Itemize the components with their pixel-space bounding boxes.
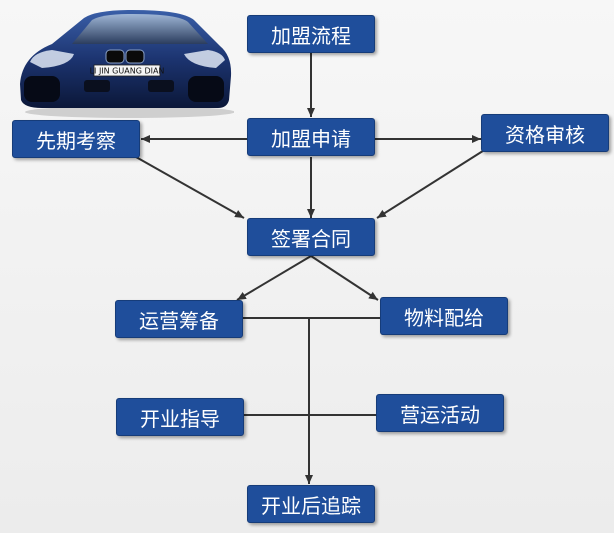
node-activity-label: 营运活动 (400, 402, 480, 427)
node-process: 加盟流程 (247, 15, 375, 53)
node-prepare-label: 运营筹备 (139, 308, 219, 333)
node-contract-label: 签署合同 (271, 226, 351, 251)
node-apply-label: 加盟申请 (271, 126, 351, 151)
node-qualify-label: 资格审核 (505, 122, 585, 147)
node-followup-label: 开业后追踪 (261, 493, 361, 518)
arrow-contract-to-prepare (236, 255, 312, 301)
node-inspect: 先期考察 (12, 120, 140, 158)
node-guide: 开业指导 (116, 398, 244, 436)
node-contract: 签署合同 (247, 218, 375, 256)
arrow-inspect-to-contract (135, 156, 245, 219)
license-plate-text: LI JIN GUANG DIAN (90, 67, 165, 76)
node-supply-label: 物料配给 (404, 305, 484, 330)
license-plate: LI JIN GUANG DIAN (90, 64, 165, 77)
node-activity: 营运活动 (376, 394, 504, 432)
node-apply: 加盟申请 (247, 118, 375, 156)
node-inspect-label: 先期考察 (36, 128, 116, 153)
node-process-label: 加盟流程 (271, 23, 351, 48)
node-qualify: 资格审核 (481, 114, 609, 152)
node-followup: 开业后追踪 (247, 485, 375, 523)
node-guide-label: 开业指导 (140, 406, 220, 431)
arrow-contract-to-supply (310, 255, 379, 301)
node-prepare: 运营筹备 (115, 300, 243, 338)
arrow-qualify-to-contract (376, 148, 487, 219)
car-image: LI JIN GUANG DIAN (20, 10, 234, 118)
node-supply: 物料配给 (380, 297, 508, 335)
